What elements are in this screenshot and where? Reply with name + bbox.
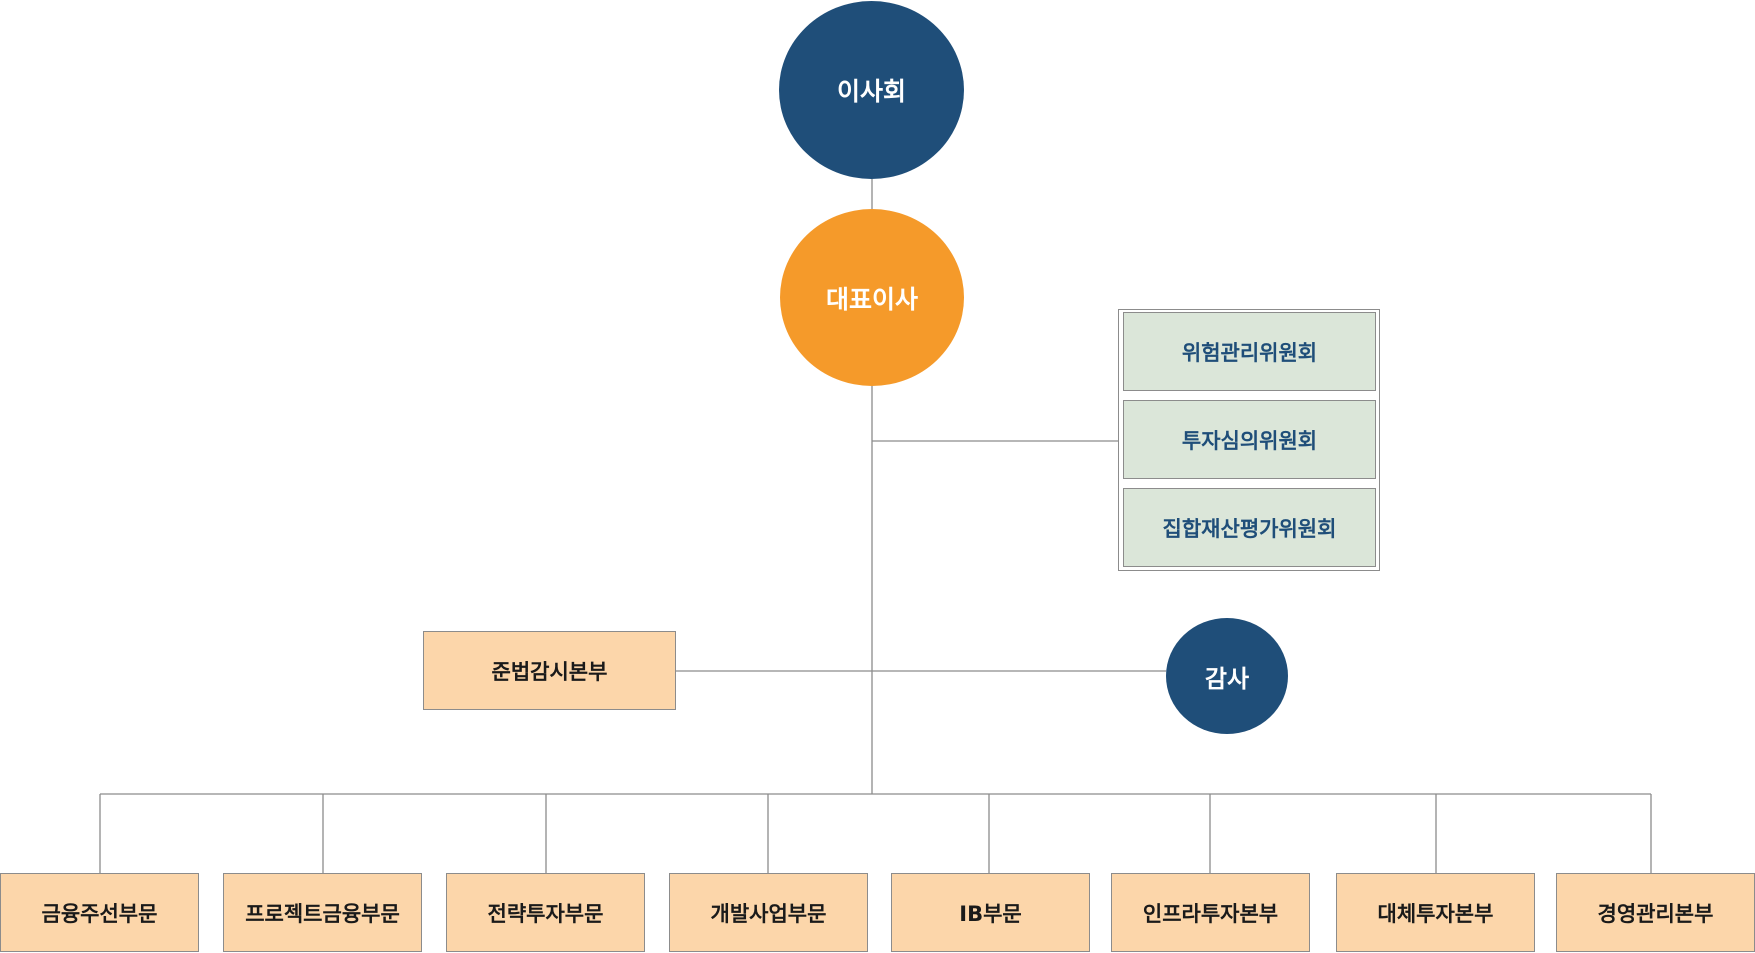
audit-node: 감사: [1166, 618, 1288, 734]
audit-label: 감사: [1204, 664, 1250, 693]
division-label: 전략투자부문: [487, 901, 604, 926]
division-label: IB부문: [959, 901, 1022, 926]
committee-label: 위험관리위원회: [1181, 340, 1318, 365]
division-node-2: 프로젝트금융부문: [223, 873, 422, 952]
division-node-3: 전략투자부문: [446, 873, 645, 952]
board-of-directors-node: 이사회: [779, 1, 964, 179]
division-label: 대체투자본부: [1377, 901, 1494, 926]
division-node-7: 대체투자본부: [1336, 873, 1535, 952]
committee-investment-review: 투자심의위원회: [1123, 400, 1376, 479]
division-node-6: 인프라투자본부: [1111, 873, 1310, 952]
committee-label: 집합재산평가위원회: [1162, 516, 1337, 541]
division-node-5: IB부문: [891, 873, 1090, 952]
division-label: 개발사업부문: [710, 901, 827, 926]
division-label: 경영관리본부: [1597, 901, 1714, 926]
committee-risk-management: 위험관리위원회: [1123, 312, 1376, 391]
division-node-1: 금융주선부문: [0, 873, 199, 952]
compliance-label: 준법감시본부: [491, 659, 608, 684]
committee-collective-asset-valuation: 집합재산평가위원회: [1123, 488, 1376, 567]
division-label: 프로젝트금융부문: [245, 901, 400, 926]
committee-label: 투자심의위원회: [1181, 428, 1318, 453]
division-node-8: 경영관리본부: [1556, 873, 1755, 952]
board-label: 이사회: [836, 77, 906, 106]
ceo-node: 대표이사: [780, 209, 964, 386]
compliance-node: 준법감시본부: [423, 631, 676, 710]
division-node-4: 개발사업부문: [669, 873, 868, 952]
division-label: 금융주선부문: [41, 901, 158, 926]
division-label: 인프라투자본부: [1142, 901, 1279, 926]
ceo-label: 대표이사: [825, 284, 918, 314]
